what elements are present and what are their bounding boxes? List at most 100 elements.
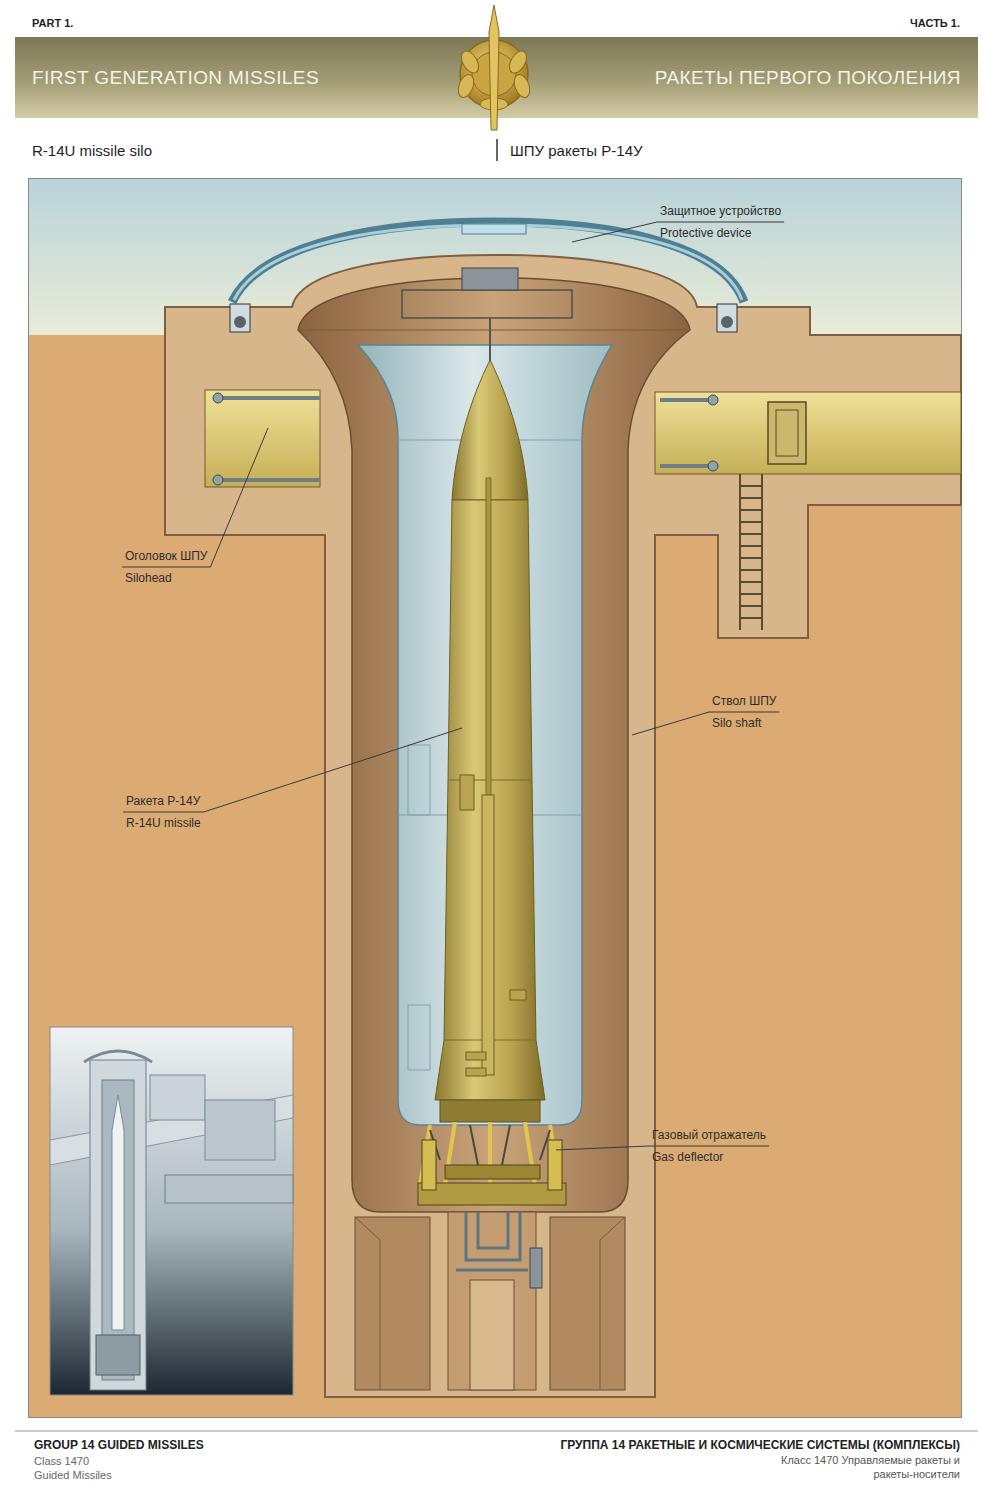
cover-carriage bbox=[230, 304, 250, 332]
shaft-liner bbox=[358, 345, 612, 1125]
ladder-rung bbox=[740, 557, 762, 559]
cover-drive-frame bbox=[402, 290, 572, 318]
footer-text: Класс 1470 Управляемые ракеты и ракеты-н… bbox=[770, 1453, 960, 1481]
tunnel-rail bbox=[660, 398, 713, 402]
callout-label: Protective device bbox=[660, 225, 751, 241]
ladder-rung bbox=[740, 533, 762, 535]
ladder-rung bbox=[740, 569, 762, 571]
ladder-rung bbox=[740, 617, 762, 619]
callout-label: Ракета Р-14У bbox=[126, 793, 200, 809]
lower-chamber bbox=[550, 1217, 625, 1390]
emblem-leaf bbox=[458, 48, 482, 76]
rail-end bbox=[213, 393, 223, 403]
pipe bbox=[478, 1212, 508, 1248]
callout-underline bbox=[709, 712, 779, 713]
inset-missile bbox=[112, 1095, 124, 1330]
rail-end bbox=[213, 475, 223, 485]
title-divider bbox=[496, 139, 498, 161]
callout-label: R-14U missile bbox=[126, 815, 201, 831]
cover-drive bbox=[462, 268, 518, 290]
part-number: PART 1. bbox=[32, 16, 73, 30]
callout-underline bbox=[649, 1146, 769, 1147]
footer-rule bbox=[15, 1431, 978, 1432]
deflector-bracket bbox=[548, 1140, 562, 1190]
header-banner: FIRST GENERATION MISSILES РАКЕТЫ ПЕРВОГО … bbox=[15, 37, 978, 118]
tunnel-rail bbox=[218, 396, 320, 400]
center-chamber bbox=[448, 1212, 536, 1390]
emblem-leaf bbox=[506, 48, 530, 76]
leader-line bbox=[210, 428, 268, 567]
inset-deflector bbox=[96, 1335, 140, 1375]
pipework bbox=[456, 1212, 528, 1270]
tunnel-rail bbox=[660, 464, 713, 468]
blast-door-frame bbox=[776, 410, 798, 456]
chamber-edge bbox=[355, 1217, 380, 1390]
missile-hatch bbox=[466, 1052, 486, 1060]
ladder-rung bbox=[740, 521, 762, 523]
callout-underline bbox=[122, 567, 210, 568]
leader-line bbox=[204, 728, 462, 812]
inset-silo bbox=[90, 1060, 146, 1390]
emblem-leaf bbox=[511, 72, 532, 99]
cover-carriage bbox=[717, 304, 737, 332]
ladder-rung bbox=[740, 581, 762, 583]
ladder bbox=[740, 474, 762, 630]
heading: ШПУ ракеты Р-14У bbox=[510, 141, 643, 161]
chamber-edge bbox=[600, 1217, 625, 1390]
inset-frame bbox=[50, 1027, 293, 1395]
cover-wheel bbox=[721, 316, 733, 328]
leader-line bbox=[556, 1146, 649, 1150]
deflector-strut bbox=[420, 1122, 560, 1185]
inset-cover bbox=[84, 1051, 152, 1062]
emblem bbox=[455, 5, 532, 130]
emblem-sword bbox=[489, 5, 499, 130]
tunnel-rail bbox=[218, 478, 320, 482]
side-tube bbox=[482, 795, 494, 1075]
banner-text: РАКЕТЫ ПЕРВОГО ПОКОЛЕНИЯ bbox=[655, 67, 961, 89]
part-number: ЧАСТЬ 1. bbox=[910, 16, 960, 30]
engine-section bbox=[440, 1100, 540, 1122]
inset-corridor bbox=[165, 1175, 293, 1203]
callout-label: Оголовок ШПУ bbox=[125, 548, 207, 564]
footer-text: GROUP 14 GUIDED MISSILES bbox=[34, 1437, 204, 1453]
frame bbox=[29, 179, 962, 1418]
gas-deflector bbox=[418, 1122, 566, 1205]
footer-text: Class 1470 bbox=[34, 1454, 89, 1468]
footer-text: ГРУППА 14 РАКЕТНЫЕ И КОСМИЧЕСКИЕ СИСТЕМЫ… bbox=[560, 1437, 960, 1453]
callout-label: Защитное устройство bbox=[660, 203, 781, 219]
ladder-rung bbox=[740, 485, 762, 487]
shaft-cavity bbox=[298, 278, 690, 1212]
callout-label: Gas deflector bbox=[652, 1149, 723, 1165]
drive-rod bbox=[489, 318, 491, 364]
missile-hatch bbox=[510, 990, 526, 1000]
callout-label: Silo shaft bbox=[712, 715, 761, 731]
missile-hatch bbox=[466, 1068, 486, 1076]
rail-end bbox=[708, 395, 718, 405]
deflector-platform bbox=[418, 1183, 566, 1205]
banner-text: FIRST GENERATION MISSILES bbox=[32, 67, 319, 89]
heading: R-14U missile silo bbox=[32, 141, 152, 161]
ladder-rung bbox=[740, 605, 762, 607]
cavity-edge bbox=[298, 330, 690, 331]
deflector-cone bbox=[445, 1165, 540, 1179]
callout-label: Ствол ШПУ bbox=[712, 693, 776, 709]
ladder-rung bbox=[740, 593, 762, 595]
leader-line bbox=[572, 222, 657, 242]
cover-hatch bbox=[462, 224, 526, 234]
inset-room bbox=[150, 1075, 205, 1120]
blast-door bbox=[768, 402, 806, 464]
liner-panel bbox=[408, 745, 430, 815]
right-tunnel bbox=[655, 392, 961, 474]
ladder-rung bbox=[740, 545, 762, 547]
callout-label: Газовый отражатель bbox=[652, 1127, 766, 1143]
pipe bbox=[466, 1212, 520, 1260]
rail-end bbox=[708, 461, 718, 471]
callout-underline bbox=[657, 222, 784, 223]
leader-line bbox=[632, 712, 709, 735]
lower-chamber bbox=[355, 1217, 430, 1390]
ladder-rung bbox=[740, 509, 762, 511]
cover-wheel bbox=[234, 316, 246, 328]
inset-room bbox=[205, 1100, 275, 1160]
emblem-leaf bbox=[455, 72, 476, 99]
